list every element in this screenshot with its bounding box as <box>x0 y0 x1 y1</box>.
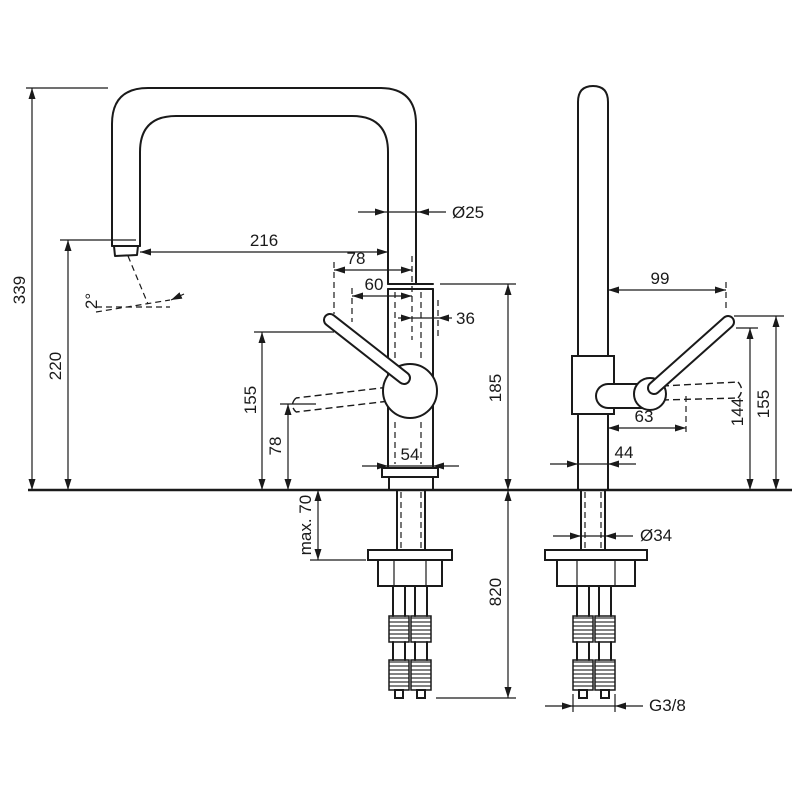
dim-label-2deg: 2° <box>82 293 101 309</box>
dimension-spout-diameter: Ø25 <box>358 203 484 222</box>
dimension-handle-low-height: 78 <box>266 403 316 490</box>
dim-label-820: 820 <box>486 578 505 606</box>
dimension-handle-height: 155 <box>241 331 334 490</box>
dim-label-155f: 155 <box>241 386 260 414</box>
dimension-spout-angle: 2° <box>82 255 185 313</box>
dimension-offset-60: 60 <box>351 275 412 322</box>
dimension-body-width: 54 <box>362 445 459 470</box>
supply-hoses-side <box>572 585 616 699</box>
mounting-shank-side <box>544 489 648 587</box>
front-view <box>111 87 453 699</box>
dim-label-78h: 78 <box>347 249 366 268</box>
dim-label-60: 60 <box>365 275 384 294</box>
dim-label-63: 63 <box>635 407 654 426</box>
dimension-spout-reach: 216 <box>140 231 388 256</box>
dim-label-220: 220 <box>46 352 65 380</box>
dim-label-o34: Ø34 <box>640 526 672 545</box>
dimension-body-depth: 44 <box>550 443 636 468</box>
side-dimensions: 99 63 144 155 44 Ø34 <box>545 269 784 715</box>
dimension-handle-offset: 63 <box>608 396 687 434</box>
dim-label-54: 54 <box>401 445 420 464</box>
dimension-hose-length: 820 <box>436 490 516 699</box>
front-dimensions: 339 220 2° 216 78 60 <box>10 87 516 699</box>
dimension-handle-tip-height: 155 <box>734 315 784 490</box>
dim-label-216: 216 <box>250 231 278 250</box>
dimension-connection-thread: G3/8 <box>545 694 686 715</box>
dim-label-339: 339 <box>10 276 29 304</box>
handle-lever-alt-dashed <box>291 385 399 413</box>
handle-lever-alt-dashed-side <box>661 381 743 401</box>
dim-label-99: 99 <box>651 269 670 288</box>
dimension-total-height: 339 <box>10 87 108 490</box>
dim-label-36: 36 <box>456 309 475 328</box>
dim-label-max70: max. 70 <box>296 495 315 555</box>
dimension-offset-36: 36 <box>398 256 475 340</box>
dimension-base-diameter: Ø34 <box>553 526 672 545</box>
handle-lever <box>323 313 411 385</box>
supply-hoses <box>388 585 432 699</box>
dimension-handle-reach: 99 <box>608 269 727 312</box>
dimension-spout-outlet-height: 220 <box>46 239 136 490</box>
dim-label-78v: 78 <box>266 437 285 456</box>
pipe-outline <box>571 85 615 491</box>
mounting-shank <box>367 489 453 587</box>
dimension-offset-78: 78 <box>333 249 412 314</box>
dimension-handle-pivot-height: 144 <box>728 327 758 490</box>
dim-label-144: 144 <box>728 398 747 426</box>
spout-outline <box>111 87 417 285</box>
dim-label-155s: 155 <box>754 390 773 418</box>
side-view <box>544 85 743 699</box>
dim-label-44: 44 <box>615 443 634 462</box>
dim-label-185: 185 <box>486 374 505 402</box>
dimension-mounting-max: max. 70 <box>296 490 366 561</box>
dim-label-o25: Ø25 <box>452 203 484 222</box>
dimension-body-height: 185 <box>440 283 516 490</box>
handle-lever-side <box>647 315 735 395</box>
dim-label-g38: G3/8 <box>649 696 686 715</box>
